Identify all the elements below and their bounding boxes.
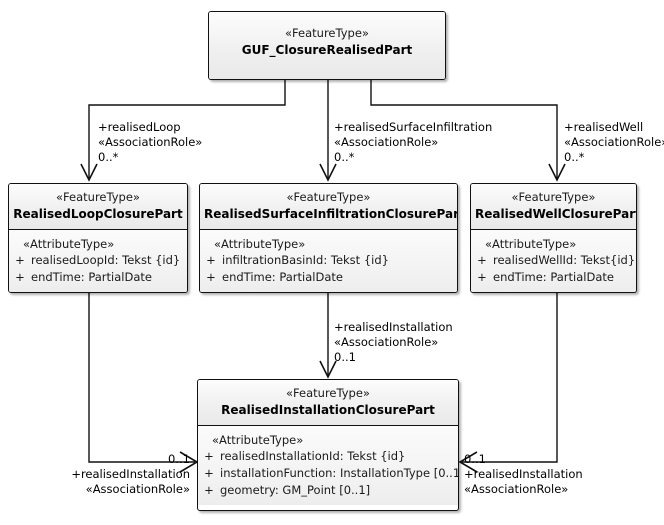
attribute-row: + endTime: PartialDate <box>200 269 457 286</box>
class-stereotype: «FeatureType» <box>511 190 596 204</box>
association-label-realised-surface-infiltration: +realisedSurfaceInfiltration «Associatio… <box>334 120 492 165</box>
attribute-text: endTime: PartialDate <box>222 270 343 284</box>
connector-realised-installation-right <box>462 293 558 463</box>
class-name: RealisedWellClosurePart <box>475 207 637 221</box>
association-label-realised-well: +realisedWell «AssociationRole» 0..* <box>564 120 664 165</box>
attribute-text: realisedLoopId: Tekst {id} <box>31 253 181 267</box>
attribute-row: + geometry: GM_Point [0..1] <box>198 482 458 499</box>
attribute-visibility: + <box>204 466 214 480</box>
association-stereotype: «AssociationRole» <box>564 135 664 149</box>
association-label-realised-installation-left: 0..1 +realisedInstallation «AssociationR… <box>35 452 190 497</box>
class-header: «FeatureType» GUF_ClosureRealisedPart <box>209 12 445 79</box>
attribute-visibility: + <box>477 270 487 284</box>
attribute-text: geometry: GM_Point [0..1] <box>220 483 371 497</box>
attribute-row: + realisedWellId: Tekst{id} <box>471 252 636 269</box>
class-attributes-compartment: «AttributeType» + realisedInstallationId… <box>198 426 458 505</box>
arrowhead-realised-loop <box>80 163 98 182</box>
association-role-name: +realisedInstallation <box>71 467 190 481</box>
attribute-text: installationFunction: InstallationType [… <box>220 466 459 480</box>
attribute-visibility: + <box>477 253 487 267</box>
attribute-text: realisedWellId: Tekst{id} <box>493 253 636 267</box>
attribute-row: + realisedInstallationId: Tekst {id} <box>198 448 458 465</box>
attribute-visibility: + <box>204 483 214 497</box>
class-box-guf-closure-realised-part[interactable]: «FeatureType» GUF_ClosureRealisedPart <box>208 11 446 80</box>
class-name: GUF_ClosureRealisedPart <box>241 43 413 57</box>
class-attributes-compartment: «AttributeType» + realisedLoopId: Tekst … <box>9 230 187 292</box>
association-label-realised-installation-right: 0..1 +realisedInstallation «AssociationR… <box>464 452 583 497</box>
class-name: RealisedInstallationClosurePart <box>221 403 435 417</box>
attribute-text: endTime: PartialDate <box>493 270 614 284</box>
association-role-name: +realisedSurfaceInfiltration <box>334 120 493 134</box>
association-multiplicity: 0..* <box>334 150 355 164</box>
association-multiplicity: 0..* <box>564 150 585 164</box>
association-stereotype: «AssociationRole» <box>464 482 569 496</box>
association-multiplicity: 0..* <box>98 150 119 164</box>
association-multiplicity: 0..1 <box>464 452 486 466</box>
association-multiplicity: 0..1 <box>334 350 356 364</box>
attribute-visibility: + <box>206 270 216 284</box>
association-role-name: +realisedLoop <box>98 120 181 134</box>
class-box-realised-loop-closure-part[interactable]: «FeatureType» RealisedLoopClosurePart «A… <box>8 183 188 293</box>
class-name: RealisedSurfaceInfiltrationClosurePart <box>204 207 458 221</box>
association-multiplicity: 0..1 <box>168 452 190 466</box>
arrowhead-realised-surface-infiltration <box>319 163 337 182</box>
attribute-row: + endTime: PartialDate <box>9 269 187 286</box>
class-box-realised-surface-infiltration-closure-part[interactable]: «FeatureType» RealisedSurfaceInfiltratio… <box>199 183 458 293</box>
attribute-compartment-stereotype: «AttributeType» <box>23 237 115 251</box>
attribute-compartment-stereotype: «AttributeType» <box>214 237 306 251</box>
class-stereotype: «FeatureType» <box>56 190 140 204</box>
class-header: «FeatureType» RealisedWellClosurePart <box>471 184 636 230</box>
association-stereotype: «AssociationRole» <box>98 135 203 149</box>
attribute-row: + infiltrationBasinId: Tekst {id} <box>200 252 457 269</box>
attribute-visibility: + <box>204 449 214 463</box>
class-attributes-compartment: «AttributeType» + realisedWellId: Tekst{… <box>471 230 636 292</box>
class-header: «FeatureType» RealisedInstallationClosur… <box>198 380 458 426</box>
class-header: «FeatureType» RealisedSurfaceInfiltratio… <box>200 184 457 230</box>
attribute-text: realisedInstallationId: Tekst {id} <box>220 449 406 463</box>
class-name: RealisedLoopClosurePart <box>13 207 183 221</box>
class-header: «FeatureType» RealisedLoopClosurePart <box>9 184 187 230</box>
attribute-text: infiltrationBasinId: Tekst {id} <box>222 253 389 267</box>
attribute-compartment-stereotype: «AttributeType» <box>485 237 577 251</box>
class-stereotype: «FeatureType» <box>286 386 370 400</box>
attribute-compartment-stereotype: «AttributeType» <box>212 433 304 447</box>
arrowhead-realised-well <box>548 163 566 182</box>
association-role-name: +realisedInstallation <box>334 320 453 334</box>
association-stereotype: «AssociationRole» <box>334 135 439 149</box>
association-role-name: +realisedWell <box>564 120 644 134</box>
association-stereotype: «AssociationRole» <box>334 335 439 349</box>
connector-realised-installation-left <box>88 293 195 463</box>
attribute-visibility: + <box>15 270 25 284</box>
attribute-row: + realisedLoopId: Tekst {id} <box>9 252 187 269</box>
association-label-realised-installation-middle: +realisedInstallation «AssociationRole» … <box>334 320 453 365</box>
class-stereotype: «FeatureType» <box>285 26 369 40</box>
association-label-realised-loop: +realisedLoop «AssociationRole» 0..* <box>98 120 202 165</box>
class-stereotype: «FeatureType» <box>286 190 371 204</box>
association-stereotype: «AssociationRole» <box>85 482 190 496</box>
attribute-row: + endTime: PartialDate <box>471 269 636 286</box>
attribute-visibility: + <box>206 253 216 267</box>
class-attributes-compartment: «AttributeType» + infiltrationBasinId: T… <box>200 230 457 292</box>
attribute-row: + installationFunction: InstallationType… <box>198 465 458 482</box>
attribute-visibility: + <box>15 253 25 267</box>
class-box-realised-well-closure-part[interactable]: «FeatureType» RealisedWellClosurePart «A… <box>470 183 637 293</box>
class-box-realised-installation-closure-part[interactable]: «FeatureType» RealisedInstallationClosur… <box>197 379 459 511</box>
attribute-text: endTime: PartialDate <box>31 270 152 284</box>
association-role-name: +realisedInstallation <box>464 467 583 481</box>
